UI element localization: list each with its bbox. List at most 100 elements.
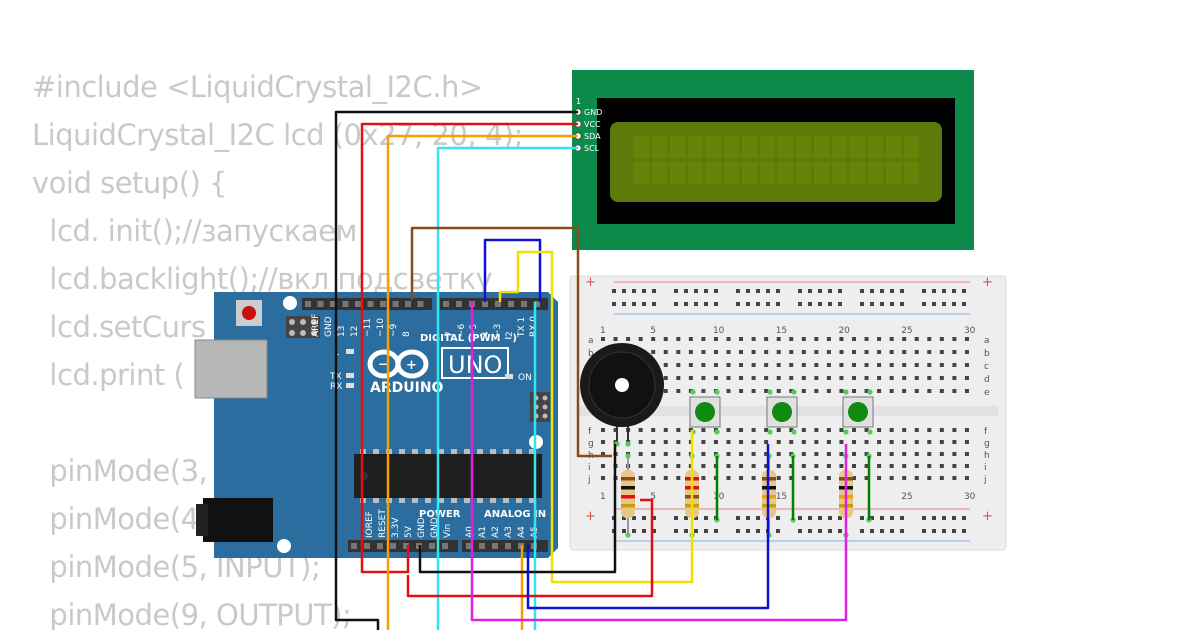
- chip-leg: [464, 449, 470, 454]
- reset-button[interactable]: [242, 306, 256, 320]
- bb-hole: [852, 476, 856, 480]
- lcd-cell: [868, 162, 883, 184]
- piezo-buzzer[interactable]: [580, 343, 664, 444]
- bb-hole: [663, 389, 668, 393]
- pin-label: Vin: [443, 524, 453, 538]
- bb-rail-hole: [736, 529, 740, 533]
- bb-rail-hole: [632, 529, 636, 533]
- bb-hole: [927, 476, 932, 480]
- bb-hole: [739, 363, 744, 367]
- bb-row-letter: a: [588, 336, 594, 346]
- arduino-logo: − +: [367, 349, 429, 379]
- bb-rail-hole: [798, 529, 802, 533]
- rail-plus-label-bl: +: [585, 509, 596, 524]
- bb-rail-hole: [880, 302, 884, 306]
- arduino-uno-board[interactable]: − + ARDUINO UNO DIGITAL (PWM ~) POWER AN…: [194, 292, 558, 558]
- bb-rail-hole: [962, 516, 966, 520]
- bb-hole: [939, 376, 944, 380]
- chip-leg: [412, 449, 418, 454]
- bb-hole: [801, 350, 806, 354]
- chip-leg: [451, 498, 457, 503]
- bb-hole: [688, 363, 693, 367]
- bb-hole: [789, 363, 794, 367]
- bb-hole: [601, 428, 605, 432]
- bb-row-letter: b: [984, 349, 990, 359]
- bb-rail-hole: [652, 516, 656, 520]
- bb-hole: [952, 337, 957, 341]
- bb-rail-hole: [838, 302, 842, 306]
- resistor[interactable]: [621, 453, 635, 538]
- bb-hole: [638, 337, 643, 341]
- bb-rail-hole: [704, 529, 708, 533]
- bb-hole: [751, 389, 756, 393]
- tx-led: [346, 373, 354, 378]
- bb-hole: [939, 440, 944, 444]
- bb-hole: [826, 452, 831, 456]
- bb-hole: [914, 440, 919, 444]
- bb-rail-hole: [694, 302, 698, 306]
- lcd-cell: [688, 136, 703, 158]
- bb-rail-hole: [942, 302, 946, 306]
- lcd-pin-label: SDA: [584, 132, 601, 141]
- lcd-cell: [778, 162, 793, 184]
- lcd-cell: [706, 162, 721, 184]
- button-leg-dot: [867, 389, 873, 395]
- bb-hole: [638, 452, 643, 456]
- bb-rail-hole: [756, 516, 760, 520]
- bb-rail-hole: [962, 289, 966, 293]
- bb-hole: [701, 428, 706, 432]
- bb-hole: [964, 440, 969, 444]
- bb-hole: [651, 337, 656, 341]
- pin-label: 12: [350, 326, 360, 337]
- chip-leg: [399, 449, 405, 454]
- bb-hole: [801, 452, 806, 456]
- bb-hole: [726, 350, 731, 354]
- bb-hole: [914, 464, 919, 468]
- bb-rail-hole: [932, 516, 936, 520]
- bb-hole: [914, 337, 919, 341]
- bb-rail-hole: [922, 529, 926, 533]
- bb-hole: [751, 337, 756, 341]
- icsp-pin: [311, 330, 317, 336]
- bb-hole: [638, 464, 643, 468]
- bb-hole: [852, 350, 856, 354]
- bb-hole: [952, 476, 957, 480]
- bb-hole: [889, 337, 894, 341]
- lcd-cell: [814, 136, 829, 158]
- bb-rail-hole: [818, 289, 822, 293]
- bb-rail-hole: [890, 289, 894, 293]
- bb-hole: [826, 464, 831, 468]
- bb-hole: [839, 440, 844, 444]
- bb-hole: [826, 428, 831, 432]
- power-label: POWER: [419, 509, 461, 520]
- bb-hole: [852, 363, 856, 367]
- bb-hole: [801, 389, 806, 393]
- button-leg-dot: [767, 389, 773, 395]
- bb-rail-hole: [612, 302, 616, 306]
- push-button[interactable]: [842, 389, 874, 435]
- rx-led: [346, 383, 354, 388]
- chip-leg: [503, 449, 509, 454]
- bb-hole: [964, 337, 969, 341]
- bb-hole: [676, 428, 681, 432]
- bb-hole: [864, 440, 869, 444]
- bb-hole: [739, 389, 744, 393]
- dc-jack: [203, 498, 273, 542]
- bb-hole: [713, 376, 718, 380]
- bb-hole: [789, 464, 794, 468]
- bb-hole: [789, 376, 794, 380]
- push-button[interactable]: [766, 389, 798, 435]
- bb-rail-hole: [818, 516, 822, 520]
- bb-row-letter: i: [984, 463, 987, 473]
- bb-hole: [676, 464, 681, 468]
- bb-hole: [852, 452, 856, 456]
- atmega-chip: [354, 454, 542, 498]
- mount-hole-top-left: [283, 296, 297, 310]
- header-pin: [482, 301, 488, 307]
- bb-hole: [939, 476, 944, 480]
- bb-rail-hole: [900, 529, 904, 533]
- lcd-cell: [796, 162, 811, 184]
- wires: [334, 110, 871, 630]
- lcd-cell: [868, 136, 883, 158]
